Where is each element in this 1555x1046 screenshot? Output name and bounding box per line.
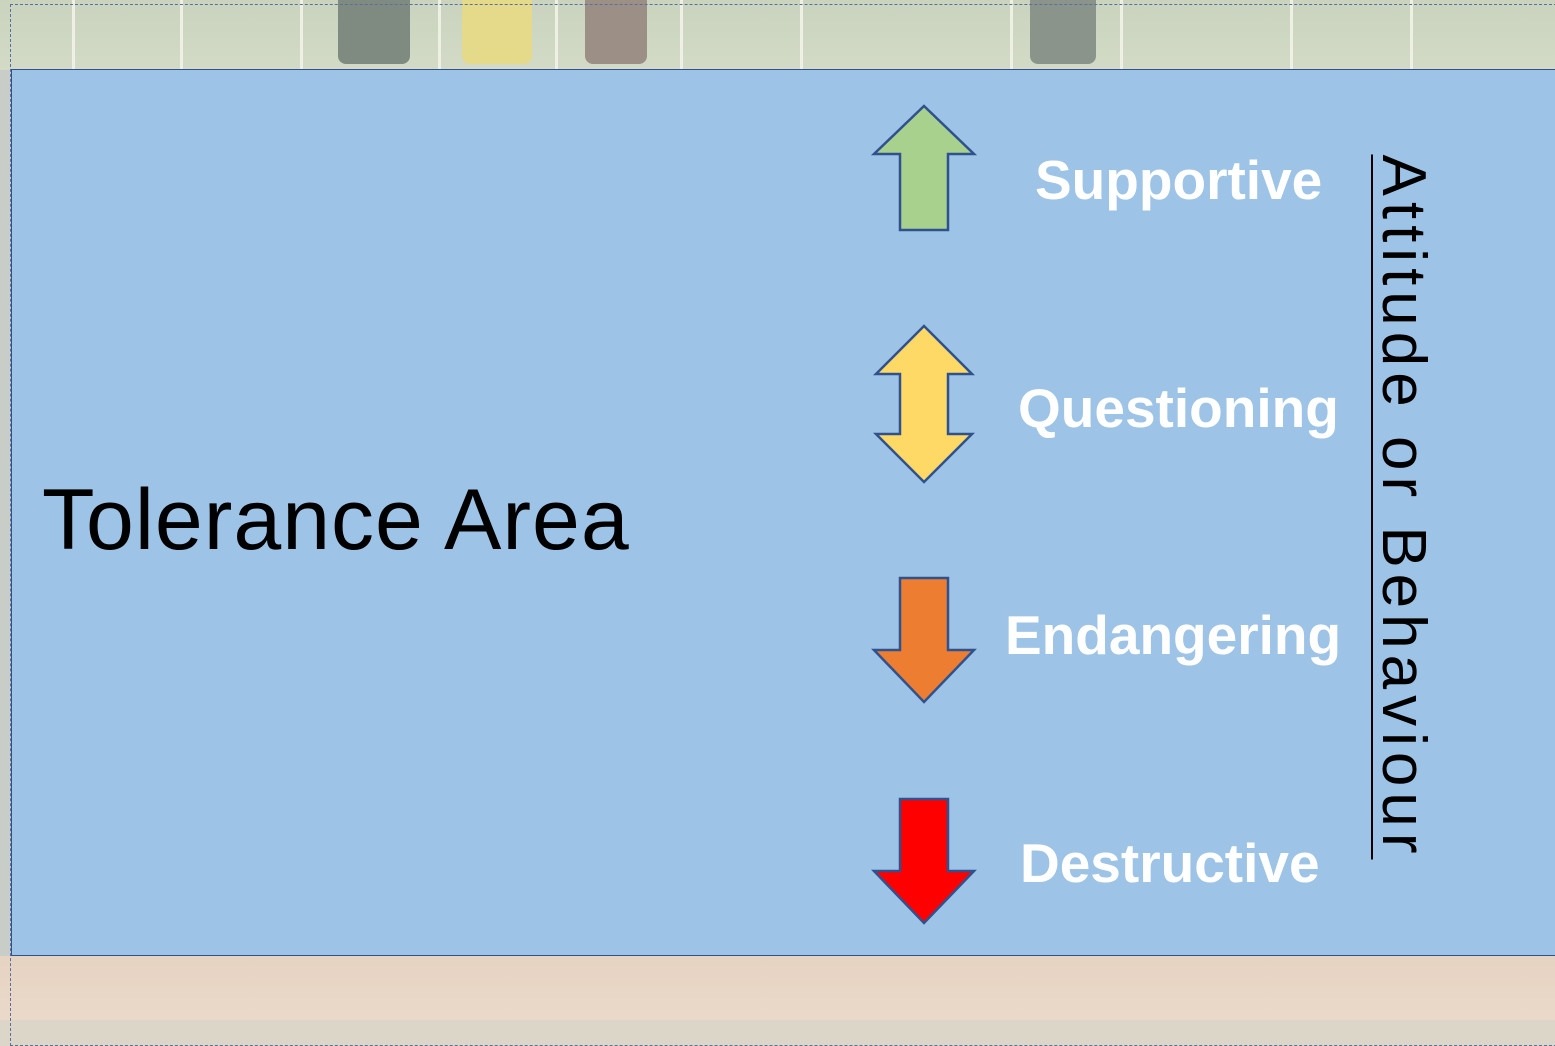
tolerance-panel — [11, 69, 1555, 956]
background-photo-top — [0, 0, 1555, 70]
level-label-supportive: Supportive — [1035, 149, 1323, 211]
level-label-questioning: Questioning — [1018, 377, 1339, 439]
background-photo-bottom — [0, 956, 1555, 1020]
side-axis-label: Attitude or Behaviour — [1369, 154, 1438, 860]
up-down-arrow-icon — [872, 324, 976, 484]
up-arrow-icon — [870, 104, 978, 232]
down-arrow-icon — [871, 576, 977, 704]
endangering-arrow-shape — [871, 576, 977, 704]
background-photo-left — [0, 70, 12, 956]
questioning-arrow-shape — [872, 324, 976, 484]
down-arrow-icon — [871, 797, 977, 925]
level-label-destructive: Destructive — [1020, 832, 1320, 894]
destructive-arrow-shape — [871, 797, 977, 925]
level-label-endangering: Endangering — [1005, 604, 1342, 666]
supportive-arrow-shape — [870, 104, 978, 232]
diagram-title: Tolerance Area — [42, 472, 630, 568]
